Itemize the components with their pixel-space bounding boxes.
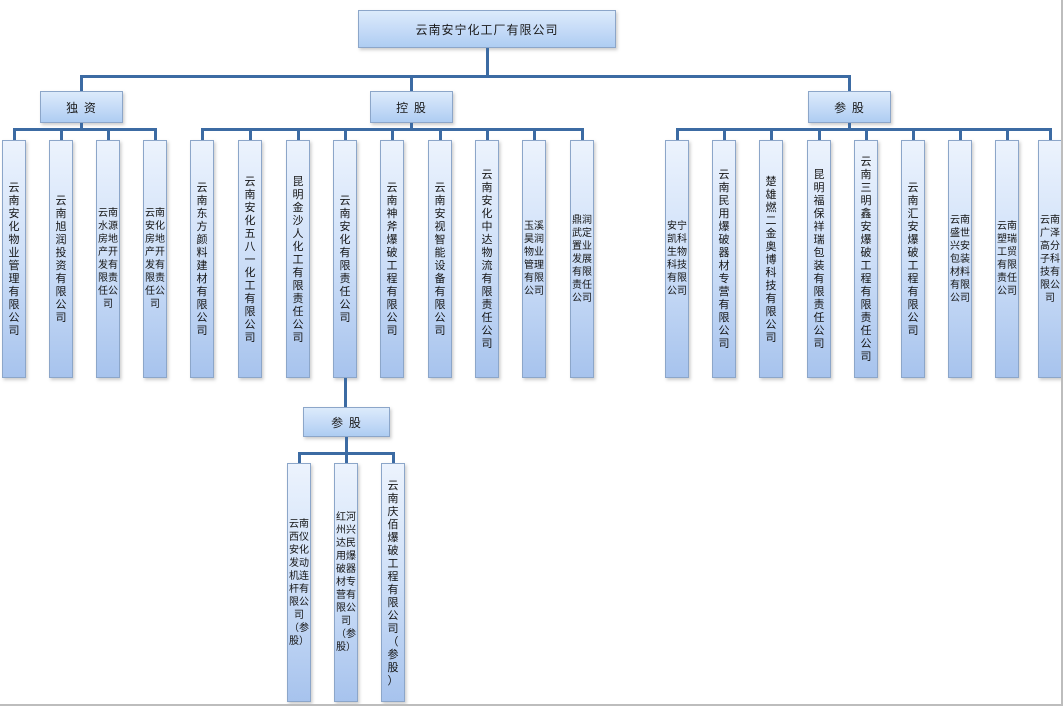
company-node-label: 云南安化房地产开发有限责任公司 bbox=[145, 208, 165, 310]
company-node: 楚雄燃二金奥博科技有限公司 bbox=[759, 140, 783, 378]
company-node: 云南西仪安化发动机连杆有限公司 （参股） bbox=[287, 463, 311, 702]
connector-line bbox=[1048, 131, 1052, 140]
company-node-label: 云南神斧爆破工程有限公司 bbox=[386, 181, 398, 337]
company-node: 安宁凯科生物科技有限公司 bbox=[665, 140, 689, 378]
connector-line bbox=[59, 131, 63, 140]
company-node: 云南东方颜料建材有限公司 bbox=[190, 140, 214, 378]
connector-line bbox=[344, 455, 348, 463]
company-node-label: 安宁凯科生物科技有限公司 bbox=[667, 221, 687, 297]
company-node-label: 云南汇安爆破工程有限公司 bbox=[907, 181, 919, 337]
connector-line bbox=[391, 455, 395, 463]
company-node-label: 昆明金沙人化工有限责任公司 bbox=[292, 174, 304, 344]
company-node-label: 云南三明鑫安爆破工程有限责任公司 bbox=[860, 155, 872, 363]
connector-line bbox=[847, 75, 851, 91]
connector-line bbox=[343, 378, 347, 407]
connector-line bbox=[847, 123, 851, 128]
company-node-label: 云南旭润投资有限公司 bbox=[55, 194, 67, 324]
connector-line bbox=[409, 75, 413, 91]
connector-line bbox=[675, 128, 1052, 131]
connector-line bbox=[297, 455, 301, 463]
sub-branch-label-label: 参 股 bbox=[331, 415, 362, 430]
connector-line bbox=[438, 131, 442, 140]
company-node: 云南汇安爆破工程有限公司 bbox=[901, 140, 925, 378]
connector-line bbox=[79, 123, 83, 128]
branch-label: 独 资 bbox=[40, 91, 123, 123]
company-node: 红河州兴达民用爆破器材专营有限公司 （参股） bbox=[334, 463, 358, 702]
connector-line bbox=[580, 131, 584, 140]
company-node-label: 红河州兴达民用爆破器材专营有限公司 （参股） bbox=[336, 512, 356, 653]
connector-line bbox=[817, 131, 821, 140]
company-node-label: 云南水源房地产开发有限责任公司 bbox=[98, 208, 118, 310]
connector-line bbox=[864, 131, 868, 140]
company-node-label: 云南西仪安化发动机连杆有限公司 （参股） bbox=[289, 518, 309, 647]
company-node-label: 云南庆佰爆破工程有限公司（参股） bbox=[387, 478, 399, 687]
connector-line bbox=[200, 128, 584, 131]
root-node: 云南安宁化工厂有限公司 bbox=[358, 10, 616, 48]
company-node: 云南盛世兴安包装材料有限公司 bbox=[948, 140, 972, 378]
connector-line bbox=[485, 48, 489, 75]
connector-line bbox=[12, 128, 157, 131]
connector-line bbox=[296, 131, 300, 140]
company-node-label: 云南塑瑞工贸有限责任公司 bbox=[997, 221, 1017, 297]
sub-branch-label: 参 股 bbox=[303, 407, 390, 437]
connector-line bbox=[106, 131, 110, 140]
connector-line bbox=[344, 437, 348, 452]
company-node: 云南庆佰爆破工程有限公司（参股） bbox=[381, 463, 405, 702]
company-node: 云南安化房地产开发有限责任公司 bbox=[143, 140, 167, 378]
connector-line bbox=[769, 131, 773, 140]
branch-label: 控 股 bbox=[370, 91, 453, 123]
connector-line bbox=[12, 131, 16, 140]
company-node-label: 云南安化有限责任公司 bbox=[339, 194, 351, 324]
company-node-label: 云南安化五八一化工有限公司 bbox=[244, 174, 256, 344]
connector-line bbox=[485, 131, 489, 140]
connector-line bbox=[343, 131, 347, 140]
connector-line bbox=[675, 131, 679, 140]
connector-line bbox=[79, 75, 83, 91]
connector-line bbox=[1005, 131, 1009, 140]
connector-line bbox=[248, 131, 252, 140]
company-node: 云南民用爆破器材专营有限公司 bbox=[712, 140, 736, 378]
company-node: 云南安化有限责任公司 bbox=[333, 140, 357, 378]
connector-line bbox=[79, 75, 851, 78]
branch-label: 参 股 bbox=[808, 91, 891, 123]
company-node: 云南广泽高分子科技有限公司 bbox=[1038, 140, 1061, 378]
company-node: 玉溪昊润物业管理有限公司 bbox=[522, 140, 546, 378]
root-node-label: 云南安宁化工厂有限公司 bbox=[415, 22, 559, 37]
connector-line bbox=[958, 131, 962, 140]
company-node: 昆明福保祥瑞包装有限责任公司 bbox=[807, 140, 831, 378]
branch-label-label: 参 股 bbox=[834, 100, 865, 115]
company-node-label: 云南东方颜料建材有限公司 bbox=[196, 181, 208, 337]
connector-line bbox=[722, 131, 726, 140]
company-node-label: 鼎润武定置业发展有限责任公司 bbox=[572, 214, 592, 304]
company-node-label: 云南民用爆破器材专营有限公司 bbox=[718, 168, 730, 350]
company-node-label: 云南盛世兴安包装材料有限公司 bbox=[950, 214, 970, 304]
company-node: 云南安化物业管理有限公司 bbox=[2, 140, 26, 378]
connector-line bbox=[297, 452, 395, 455]
company-node-label: 云南安化中达物流有限责任公司 bbox=[481, 168, 493, 350]
company-node: 鼎润武定置业发展有限责任公司 bbox=[570, 140, 594, 378]
connector-line bbox=[153, 131, 157, 140]
company-node-label: 玉溪昊润物业管理有限公司 bbox=[524, 221, 544, 297]
connector-line bbox=[390, 131, 394, 140]
company-node-label: 云南安化物业管理有限公司 bbox=[8, 181, 20, 337]
branch-label-label: 独 资 bbox=[66, 100, 97, 115]
company-node: 昆明金沙人化工有限责任公司 bbox=[286, 140, 310, 378]
connector-line bbox=[409, 123, 413, 128]
company-node: 云南水源房地产开发有限责任公司 bbox=[96, 140, 120, 378]
company-node: 云南三明鑫安爆破工程有限责任公司 bbox=[854, 140, 878, 378]
company-node: 云南旭润投资有限公司 bbox=[49, 140, 73, 378]
company-node: 云南安化五八一化工有限公司 bbox=[238, 140, 262, 378]
company-node-label: 昆明福保祥瑞包装有限责任公司 bbox=[813, 168, 825, 350]
company-node: 云南塑瑞工贸有限责任公司 bbox=[995, 140, 1019, 378]
company-node-label: 云南广泽高分子科技有限公司 bbox=[1040, 214, 1060, 304]
company-node: 云南安化中达物流有限责任公司 bbox=[475, 140, 499, 378]
company-node-label: 云南安视智能设备有限公司 bbox=[434, 181, 446, 337]
connector-line bbox=[200, 131, 204, 140]
company-node: 云南安视智能设备有限公司 bbox=[428, 140, 452, 378]
company-node-label: 楚雄燃二金奥博科技有限公司 bbox=[765, 174, 777, 344]
branch-label-label: 控 股 bbox=[396, 100, 427, 115]
company-node: 云南神斧爆破工程有限公司 bbox=[380, 140, 404, 378]
connector-line bbox=[532, 131, 536, 140]
connector-line bbox=[911, 131, 915, 140]
